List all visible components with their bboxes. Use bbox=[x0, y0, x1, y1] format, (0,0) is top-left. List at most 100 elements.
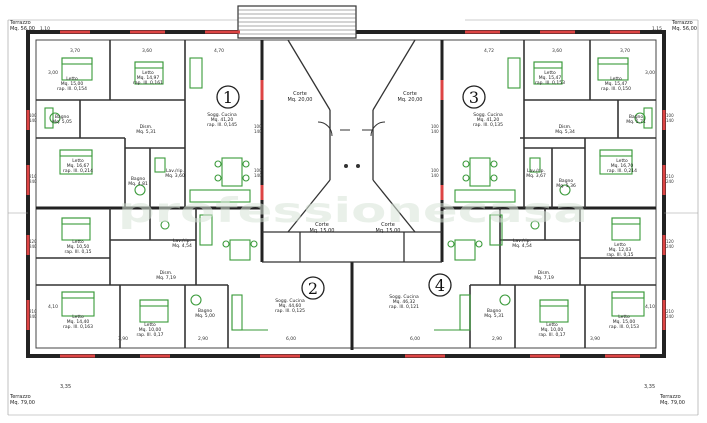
svg-text:4,10: 4,10 bbox=[645, 304, 655, 310]
svg-text:Mq. 5,05: Mq. 5,05 bbox=[52, 119, 72, 125]
svg-text:Dism.: Dism. bbox=[160, 270, 173, 276]
svg-text:Mq. 5,31: Mq. 5,31 bbox=[136, 129, 156, 135]
svg-text:rap. Ill. 0,17: rap. Ill. 0,17 bbox=[136, 332, 163, 338]
svg-text:3,60: 3,60 bbox=[142, 48, 152, 54]
corridor-label-ne: Corte Mq. 20,00 bbox=[398, 91, 423, 103]
svg-text:100: 100 bbox=[431, 168, 439, 173]
svg-text:Mq. 10,00: Mq. 10,00 bbox=[139, 327, 162, 333]
apartment-2 bbox=[36, 208, 229, 348]
svg-text:240: 240 bbox=[29, 314, 37, 319]
svg-text:140: 140 bbox=[431, 173, 439, 178]
svg-text:Mq. 20,00: Mq. 20,00 bbox=[398, 97, 423, 103]
svg-text:120: 120 bbox=[29, 239, 37, 244]
svg-text:Mq. 5,00: Mq. 5,00 bbox=[195, 313, 215, 319]
svg-text:Mq. 4,54: Mq. 4,54 bbox=[172, 243, 192, 249]
room-label: Lav./rip. Mq. 3,60 bbox=[165, 168, 185, 179]
svg-text:Mq. 5,34: Mq. 5,34 bbox=[555, 129, 575, 135]
svg-text:Mq. 56,00: Mq. 56,00 bbox=[10, 26, 35, 32]
svg-text:rap. Ill. 0,214: rap. Ill. 0,214 bbox=[63, 168, 93, 174]
svg-text:rap. Ill. 0,150: rap. Ill. 0,150 bbox=[601, 86, 631, 92]
svg-text:Mq. 41,20: Mq. 41,20 bbox=[211, 117, 234, 123]
svg-text:Mq. 4,54: Mq. 4,54 bbox=[512, 243, 532, 249]
svg-text:Corte: Corte bbox=[381, 222, 395, 228]
apartment-number-4: 4 bbox=[428, 273, 452, 297]
svg-text:Mq. 79,00: Mq. 79,00 bbox=[10, 400, 35, 406]
svg-text:3,35: 3,35 bbox=[60, 384, 71, 390]
svg-text:Letto: Letto bbox=[66, 76, 78, 82]
svg-text:rap. Ill. 0,154: rap. Ill. 0,154 bbox=[57, 86, 87, 92]
svg-text:Letto: Letto bbox=[618, 314, 630, 320]
corridor-label-sw: Corte Mq. 15,00 bbox=[310, 222, 335, 234]
svg-text:3,70: 3,70 bbox=[620, 48, 630, 54]
svg-text:Mq. 7,19: Mq. 7,19 bbox=[156, 275, 176, 281]
room-label: Letto Mq. 12,03 rap. Ill. 0,15 bbox=[606, 242, 633, 258]
svg-text:1: 1 bbox=[223, 88, 233, 107]
svg-text:Mq. 79,00: Mq. 79,00 bbox=[660, 400, 685, 406]
dimensions-bottom: 3,90 2,90 6,00 6,00 2,90 3,90 bbox=[118, 336, 600, 342]
svg-text:100: 100 bbox=[431, 124, 439, 129]
svg-text:Mq. 4,81: Mq. 4,81 bbox=[128, 181, 148, 187]
svg-text:rap. Ill. 0,135: rap. Ill. 0,135 bbox=[473, 122, 503, 128]
svg-text:2,90: 2,90 bbox=[492, 336, 502, 342]
svg-text:Mq. 15,47: Mq. 15,47 bbox=[539, 75, 562, 81]
svg-text:Lav./rip.: Lav./rip. bbox=[173, 238, 191, 244]
room-label: Letto Mq. 15,47 rap. Ill. 0,153 bbox=[535, 70, 565, 86]
corridor-label-se: Corte Mq. 15,00 bbox=[376, 222, 401, 234]
svg-text:Dism.: Dism. bbox=[538, 270, 551, 276]
svg-text:4,70: 4,70 bbox=[214, 48, 224, 54]
room-label: Bagno Mq. 5,00 bbox=[195, 308, 215, 319]
room-label: Letto Mq. 14,40 rap. Ill. 0,163 bbox=[63, 314, 93, 330]
svg-text:Mq. 14,40: Mq. 14,40 bbox=[67, 319, 90, 325]
room-label: Dism. Mq. 5,34 bbox=[555, 124, 575, 135]
svg-text:6,00: 6,00 bbox=[410, 336, 420, 342]
room-label: Bagno Mq. 5,71 bbox=[626, 114, 646, 125]
room-label: Bagno Mq. 5,36 bbox=[556, 178, 576, 189]
svg-text:Mq. 10,50: Mq. 10,50 bbox=[67, 244, 90, 250]
svg-text:1,15: 1,15 bbox=[652, 26, 662, 32]
svg-text:rap. Ill. 0,163: rap. Ill. 0,163 bbox=[63, 324, 93, 330]
svg-text:Letto: Letto bbox=[610, 76, 622, 82]
room-label: Dism. Mq. 7,19 bbox=[534, 270, 554, 281]
svg-text:rap. Ill. 0,15: rap. Ill. 0,15 bbox=[606, 252, 633, 258]
svg-text:Lav./rip.: Lav./rip. bbox=[527, 168, 545, 174]
svg-text:Sogg. Cucina: Sogg. Cucina bbox=[473, 112, 503, 118]
svg-text:3,00: 3,00 bbox=[645, 70, 655, 76]
apartment-number-3: 3 bbox=[462, 85, 486, 109]
terrace-top-right: Terrazzo Mq. 56,00 bbox=[671, 20, 697, 32]
terrace-bottom-right: Terrazzo Mq. 79,00 bbox=[659, 394, 685, 406]
svg-text:3,90: 3,90 bbox=[118, 336, 128, 342]
room-label: Sogg. Cucina Mq. 46,32 rap. Ill. 0,121 bbox=[389, 294, 419, 310]
svg-text:Letto: Letto bbox=[614, 242, 626, 248]
furniture bbox=[44, 57, 653, 331]
svg-text:Mq. 15,00: Mq. 15,00 bbox=[376, 228, 401, 234]
svg-text:rap. Ill. 0,121: rap. Ill. 0,121 bbox=[389, 304, 419, 310]
svg-text:140: 140 bbox=[254, 173, 262, 178]
svg-text:4,72: 4,72 bbox=[484, 48, 494, 54]
dimensions-top: 1,10 3,70 3,60 4,70 4,72 3,60 3,70 1,15 bbox=[40, 26, 662, 54]
svg-text:Mq. 14,97: Mq. 14,97 bbox=[137, 75, 160, 81]
svg-text:210: 210 bbox=[29, 309, 37, 314]
svg-text:100: 100 bbox=[666, 113, 674, 118]
svg-text:Mq. 15,00: Mq. 15,00 bbox=[310, 228, 335, 234]
svg-text:6,00: 6,00 bbox=[286, 336, 296, 342]
svg-text:rap. Ill. 0,153: rap. Ill. 0,153 bbox=[609, 324, 639, 330]
svg-text:Lav./rip.: Lav./rip. bbox=[513, 238, 531, 244]
svg-text:Mq. 15,47: Mq. 15,47 bbox=[605, 81, 628, 87]
svg-text:Terrazzo: Terrazzo bbox=[9, 394, 31, 400]
svg-text:Letto: Letto bbox=[142, 70, 154, 76]
svg-text:Sogg. Cucina: Sogg. Cucina bbox=[275, 298, 305, 304]
svg-text:Mq. 5,71: Mq. 5,71 bbox=[626, 119, 646, 125]
svg-text:Mq. 10,00: Mq. 10,00 bbox=[541, 327, 564, 333]
svg-text:240: 240 bbox=[666, 179, 674, 184]
svg-text:240: 240 bbox=[29, 244, 37, 249]
terrace-top-left: Terrazzo Mq. 56,00 bbox=[9, 20, 35, 32]
svg-text:3,00: 3,00 bbox=[48, 70, 58, 76]
svg-text:Letto: Letto bbox=[72, 239, 84, 245]
svg-text:Letto: Letto bbox=[544, 70, 556, 76]
svg-text:Letto: Letto bbox=[72, 158, 84, 164]
entrance-stairs bbox=[237, 5, 357, 39]
svg-text:Mq. 16,70: Mq. 16,70 bbox=[611, 163, 634, 169]
svg-text:Bagno: Bagno bbox=[198, 308, 213, 314]
svg-text:210: 210 bbox=[666, 174, 674, 179]
